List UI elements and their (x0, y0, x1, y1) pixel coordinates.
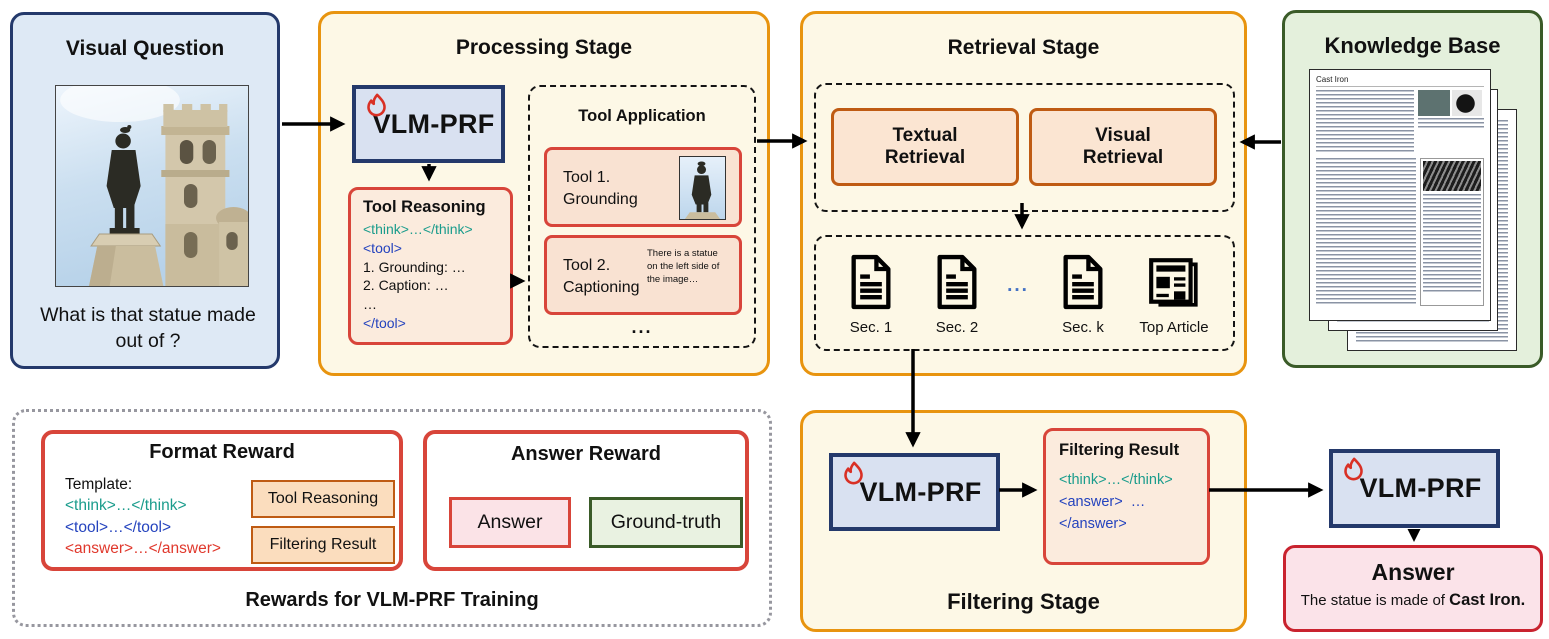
rewards-caption: Rewards for VLM-PRF Training (245, 589, 539, 611)
tower (161, 104, 230, 286)
final-answer-title: Answer (1371, 559, 1455, 585)
small-tower (216, 207, 252, 286)
tool2-caption-text: There is a statue on the left side of th… (647, 248, 720, 285)
tool-template-line: <tool>…</tool> (65, 518, 171, 536)
document-icon (851, 254, 891, 310)
doc-top-article-label: Top Article (1139, 319, 1209, 336)
final-answer-box: Answer The statue is made of Cast Iron. (1283, 545, 1543, 632)
processing-stage-panel: Processing Stage VLM-PRF Tool Reasoning … (318, 11, 770, 376)
tool1-grounding-card: Tool 1. Grounding (544, 147, 742, 227)
tool1-label: Tool 1. Grounding (563, 169, 638, 209)
template-label: Template: (65, 476, 133, 493)
grounding-step-line: 1. Grounding: … (363, 258, 466, 275)
document-icon (1063, 254, 1103, 310)
doc-top-article: Top Article (1132, 253, 1216, 336)
flame-icon (844, 461, 863, 485)
grounding-crop-image (679, 156, 726, 220)
textual-retrieval-box: Textual Retrieval (831, 108, 1019, 186)
answer-open-tag-line: <answer> … (1059, 493, 1146, 510)
visual-question-panel: Visual Question (10, 12, 280, 369)
ground-truth-chip-label: Ground-truth (610, 511, 722, 533)
knowledge-base-title: Knowledge Base (1324, 33, 1501, 58)
query-image (55, 78, 252, 287)
kb-photo-pan (1452, 90, 1482, 116)
kb-page-stack: Cast Iron (1309, 69, 1521, 355)
textual-retrieval-label: Textual Retrieval (884, 125, 966, 168)
caption-step-line: 2. Caption: … (363, 277, 449, 294)
format-reward-title: Format Reward (149, 441, 295, 463)
tool-application-title: Tool Application (578, 107, 706, 125)
visual-retrieval-label: Visual Retrieval (1082, 125, 1164, 168)
think-template-line: <think>…</think> (65, 497, 187, 515)
flame-icon (367, 93, 386, 117)
tool-application-ellipsis: ... (631, 317, 653, 337)
answer-sentence-prefix: The statue is made of (1300, 592, 1450, 609)
retrieved-documents-box: Sec. 1 Sec. 2 ... (814, 235, 1235, 351)
answer-chip: Answer (449, 497, 571, 548)
filtering-result-chip: Filtering Result (251, 526, 395, 564)
rewards-container: Format Reward Template: <think>…</think>… (12, 409, 772, 627)
document-icon (937, 254, 977, 310)
visual-retrieval-box: Visual Retrieval (1029, 108, 1217, 186)
answer-reward-box: Answer Reward Answer Ground-truth (423, 430, 749, 571)
tool-application-box: Tool Application Tool 1. Grounding (528, 85, 756, 348)
retrieval-methods-box: Textual Retrieval Visual Retrieval (814, 83, 1235, 212)
flame-icon (1344, 457, 1363, 481)
think-tag-line: <think>…</think> (1059, 472, 1173, 488)
kb-infobox (1420, 158, 1484, 306)
vlm-prf-box-filtering: VLM-PRF (829, 453, 1000, 531)
statue-figure (106, 125, 141, 234)
processing-stage-title: Processing Stage (455, 36, 633, 59)
vlm-prf-label: VLM-PRF (372, 108, 495, 139)
filtering-result-title: Filtering Result (1059, 441, 1180, 459)
doc-seck-label: Sec. k (1062, 319, 1104, 336)
doc-sec2-label: Sec. 2 (935, 319, 979, 336)
vlm-prf-label: VLM-PRF (1359, 473, 1482, 503)
answer-sentence-bold: Cast Iron. (1449, 591, 1526, 609)
answer-chip-label: Answer (477, 511, 543, 533)
doc-sec1: Sec. 1 (838, 253, 904, 336)
newspaper-icon (1149, 258, 1198, 307)
filtering-stage-panel: VLM-PRF Filtering Result <think>…</think… (800, 410, 1247, 632)
visual-question-title: Visual Question (65, 37, 225, 60)
statue-photo-illustration (56, 78, 252, 286)
format-template: Template: <think>…</think> <tool>…</tool… (65, 474, 221, 560)
doc-sec1-label: Sec. 1 (849, 319, 893, 336)
kb-page-front: Cast Iron (1309, 69, 1491, 321)
tool2-captioning-card: Tool 2. Captioning There is a statue on … (544, 235, 742, 315)
ground-truth-chip: Ground-truth (589, 497, 743, 548)
vlm-prf-label: VLM-PRF (859, 476, 982, 507)
kb-article-title: Cast Iron (1316, 75, 1484, 87)
format-reward-box: Format Reward Template: <think>…</think>… (41, 430, 403, 571)
tool-open-tag-line: <tool> (363, 239, 402, 256)
kb-infobox-image (1423, 161, 1481, 191)
doc-sec2: Sec. 2 (924, 253, 990, 336)
vlm-prf-box-final: VLM-PRF (1329, 449, 1500, 528)
tool-reasoning-chip-label: Tool Reasoning (267, 490, 379, 507)
tool-reasoning-title: Tool Reasoning (363, 198, 486, 216)
knowledge-base-panel: Knowledge Base Cast Iron (1282, 10, 1543, 368)
docs-ellipsis: ... (1007, 275, 1029, 296)
ellipsis-line: … (363, 296, 377, 312)
answer-close-tag-line: </answer> (1059, 515, 1127, 532)
tool-close-tag-line: </tool> (363, 314, 406, 331)
tool-reasoning-box: Tool Reasoning <think>…</think> <tool> 1… (348, 187, 513, 345)
filtering-result-box: Filtering Result <think>…</think> <answe… (1043, 428, 1210, 565)
retrieval-stage-title: Retrieval Stage (947, 36, 1100, 59)
question-text: What is that statue made out of ? (40, 304, 256, 352)
think-tag-line: <think>…</think> (363, 221, 473, 237)
retrieval-stage-panel: Retrieval Stage Textual Retrieval Visual… (800, 11, 1247, 376)
answer-template-line: <answer>…</answer> (65, 540, 221, 558)
tool2-label: Tool 2. Captioning (563, 257, 640, 297)
doc-seck: Sec. k (1050, 253, 1116, 336)
answer-reward-title: Answer Reward (510, 443, 662, 465)
tool-reasoning-chip: Tool Reasoning (251, 480, 395, 518)
filtering-result-chip-label: Filtering Result (269, 536, 377, 553)
statue-crop-illustration (680, 157, 725, 219)
vlm-prf-box-processing: VLM-PRF (352, 85, 505, 163)
kb-photo-teal (1418, 90, 1450, 116)
filtering-stage-title: Filtering Stage (947, 589, 1100, 614)
pedestal (89, 233, 164, 286)
